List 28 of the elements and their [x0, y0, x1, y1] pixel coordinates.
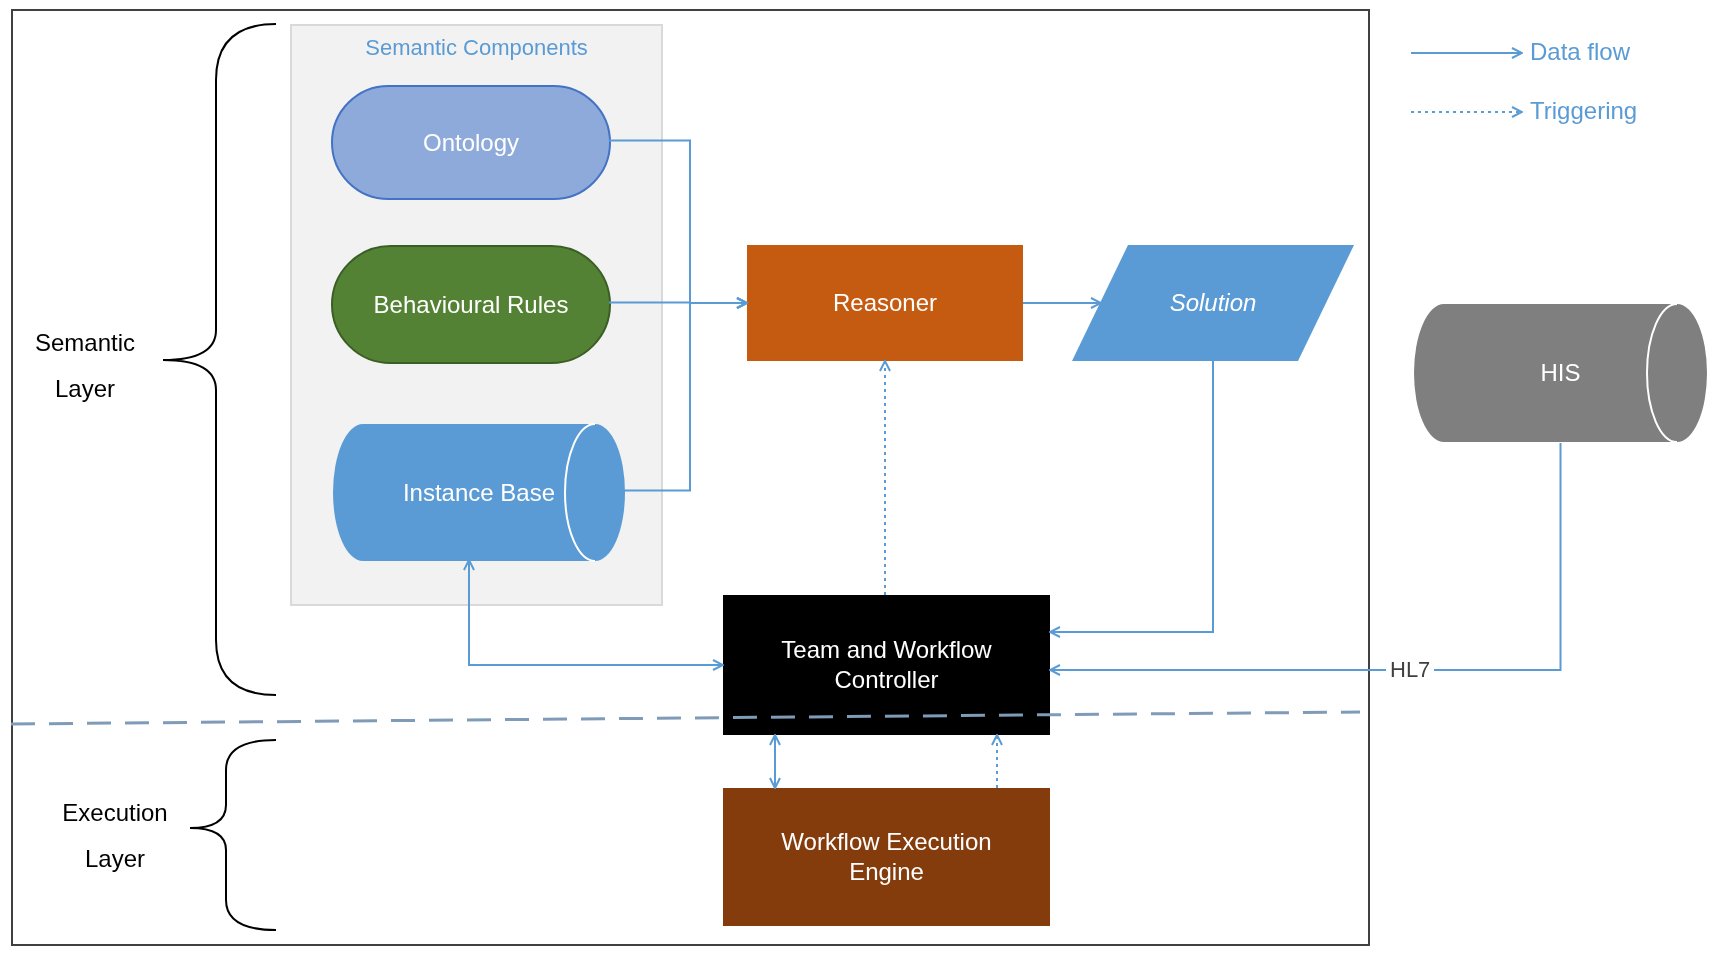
arrow [1049, 442, 1562, 676]
arrow [769, 734, 781, 789]
process-box [723, 788, 1050, 926]
arrow [1022, 297, 1102, 309]
node-label: Reasoner [832, 288, 938, 318]
node-label: Instance Base [402, 477, 556, 508]
node-label: Behavioural Rules [373, 289, 569, 320]
node-label: Ontology [422, 127, 520, 158]
arrow [622, 297, 748, 492]
node-label: Semantic Components [365, 34, 588, 62]
node-label: Solution [1169, 288, 1257, 318]
process-box [723, 595, 1050, 735]
storage-cylinder [1414, 303, 1707, 443]
arrow [463, 559, 724, 671]
node-label: Workflow Execution Engine [780, 827, 993, 887]
components-panel [290, 24, 663, 606]
storage-cylinder [333, 423, 625, 562]
dotted-arrow [991, 734, 1003, 789]
legend-label: Triggering [1530, 99, 1638, 123]
node-label: Team and Workflow Controller [780, 635, 993, 695]
dotted-arrow [879, 360, 891, 596]
process-box [747, 245, 1023, 361]
node-label: HIS [1540, 358, 1581, 388]
layer-label: Execution Layer [61, 798, 169, 874]
legend-label: Data flow [1530, 40, 1631, 64]
arrow [1049, 360, 1214, 638]
layer-label: Semantic Layer [33, 328, 136, 404]
data-parallelogram [1072, 245, 1354, 361]
